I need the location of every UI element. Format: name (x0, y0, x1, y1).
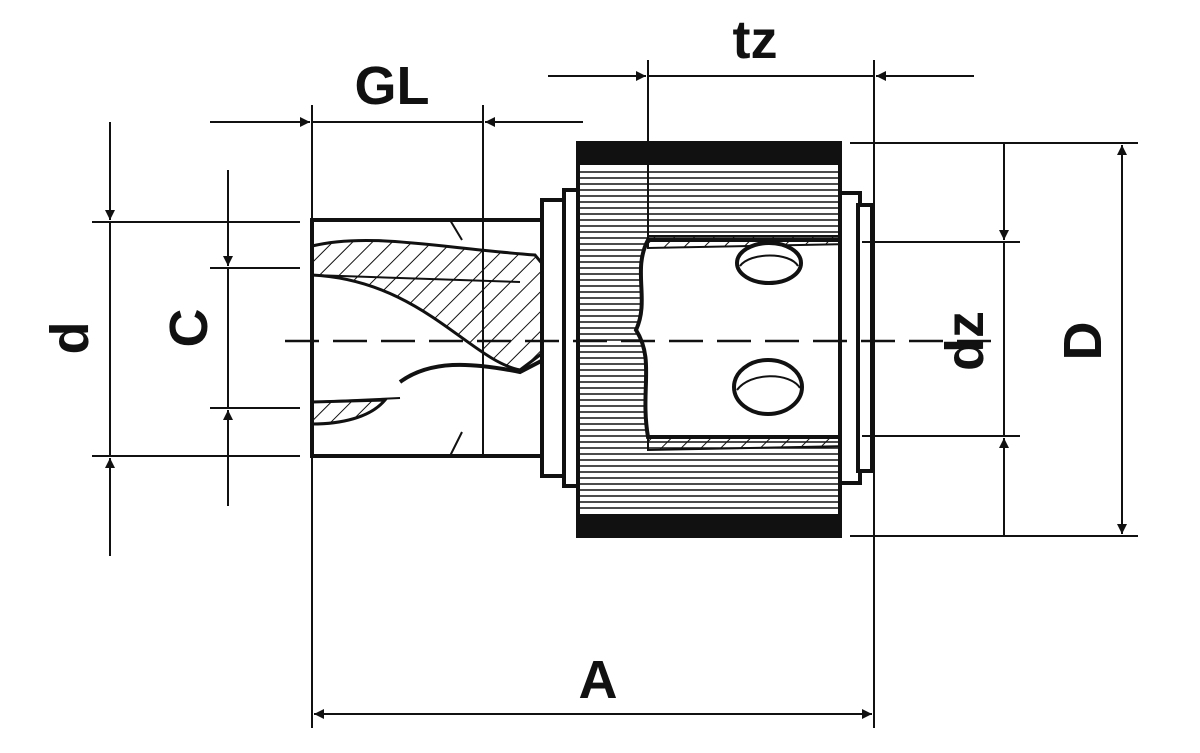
flange-ring (540, 188, 582, 488)
label-c: C (159, 309, 219, 348)
label-gl: GL (355, 56, 430, 116)
socket-body (310, 105, 574, 458)
end-cap (838, 191, 874, 485)
dimension-lines (105, 71, 1127, 719)
label-dz: dz (935, 311, 995, 371)
extension-lines (92, 60, 1138, 728)
label-d: d (40, 322, 100, 355)
knurled-nut (576, 141, 852, 538)
label-a: A (579, 650, 618, 710)
label-big-d: D (1053, 322, 1113, 361)
label-tz: tz (733, 10, 778, 70)
